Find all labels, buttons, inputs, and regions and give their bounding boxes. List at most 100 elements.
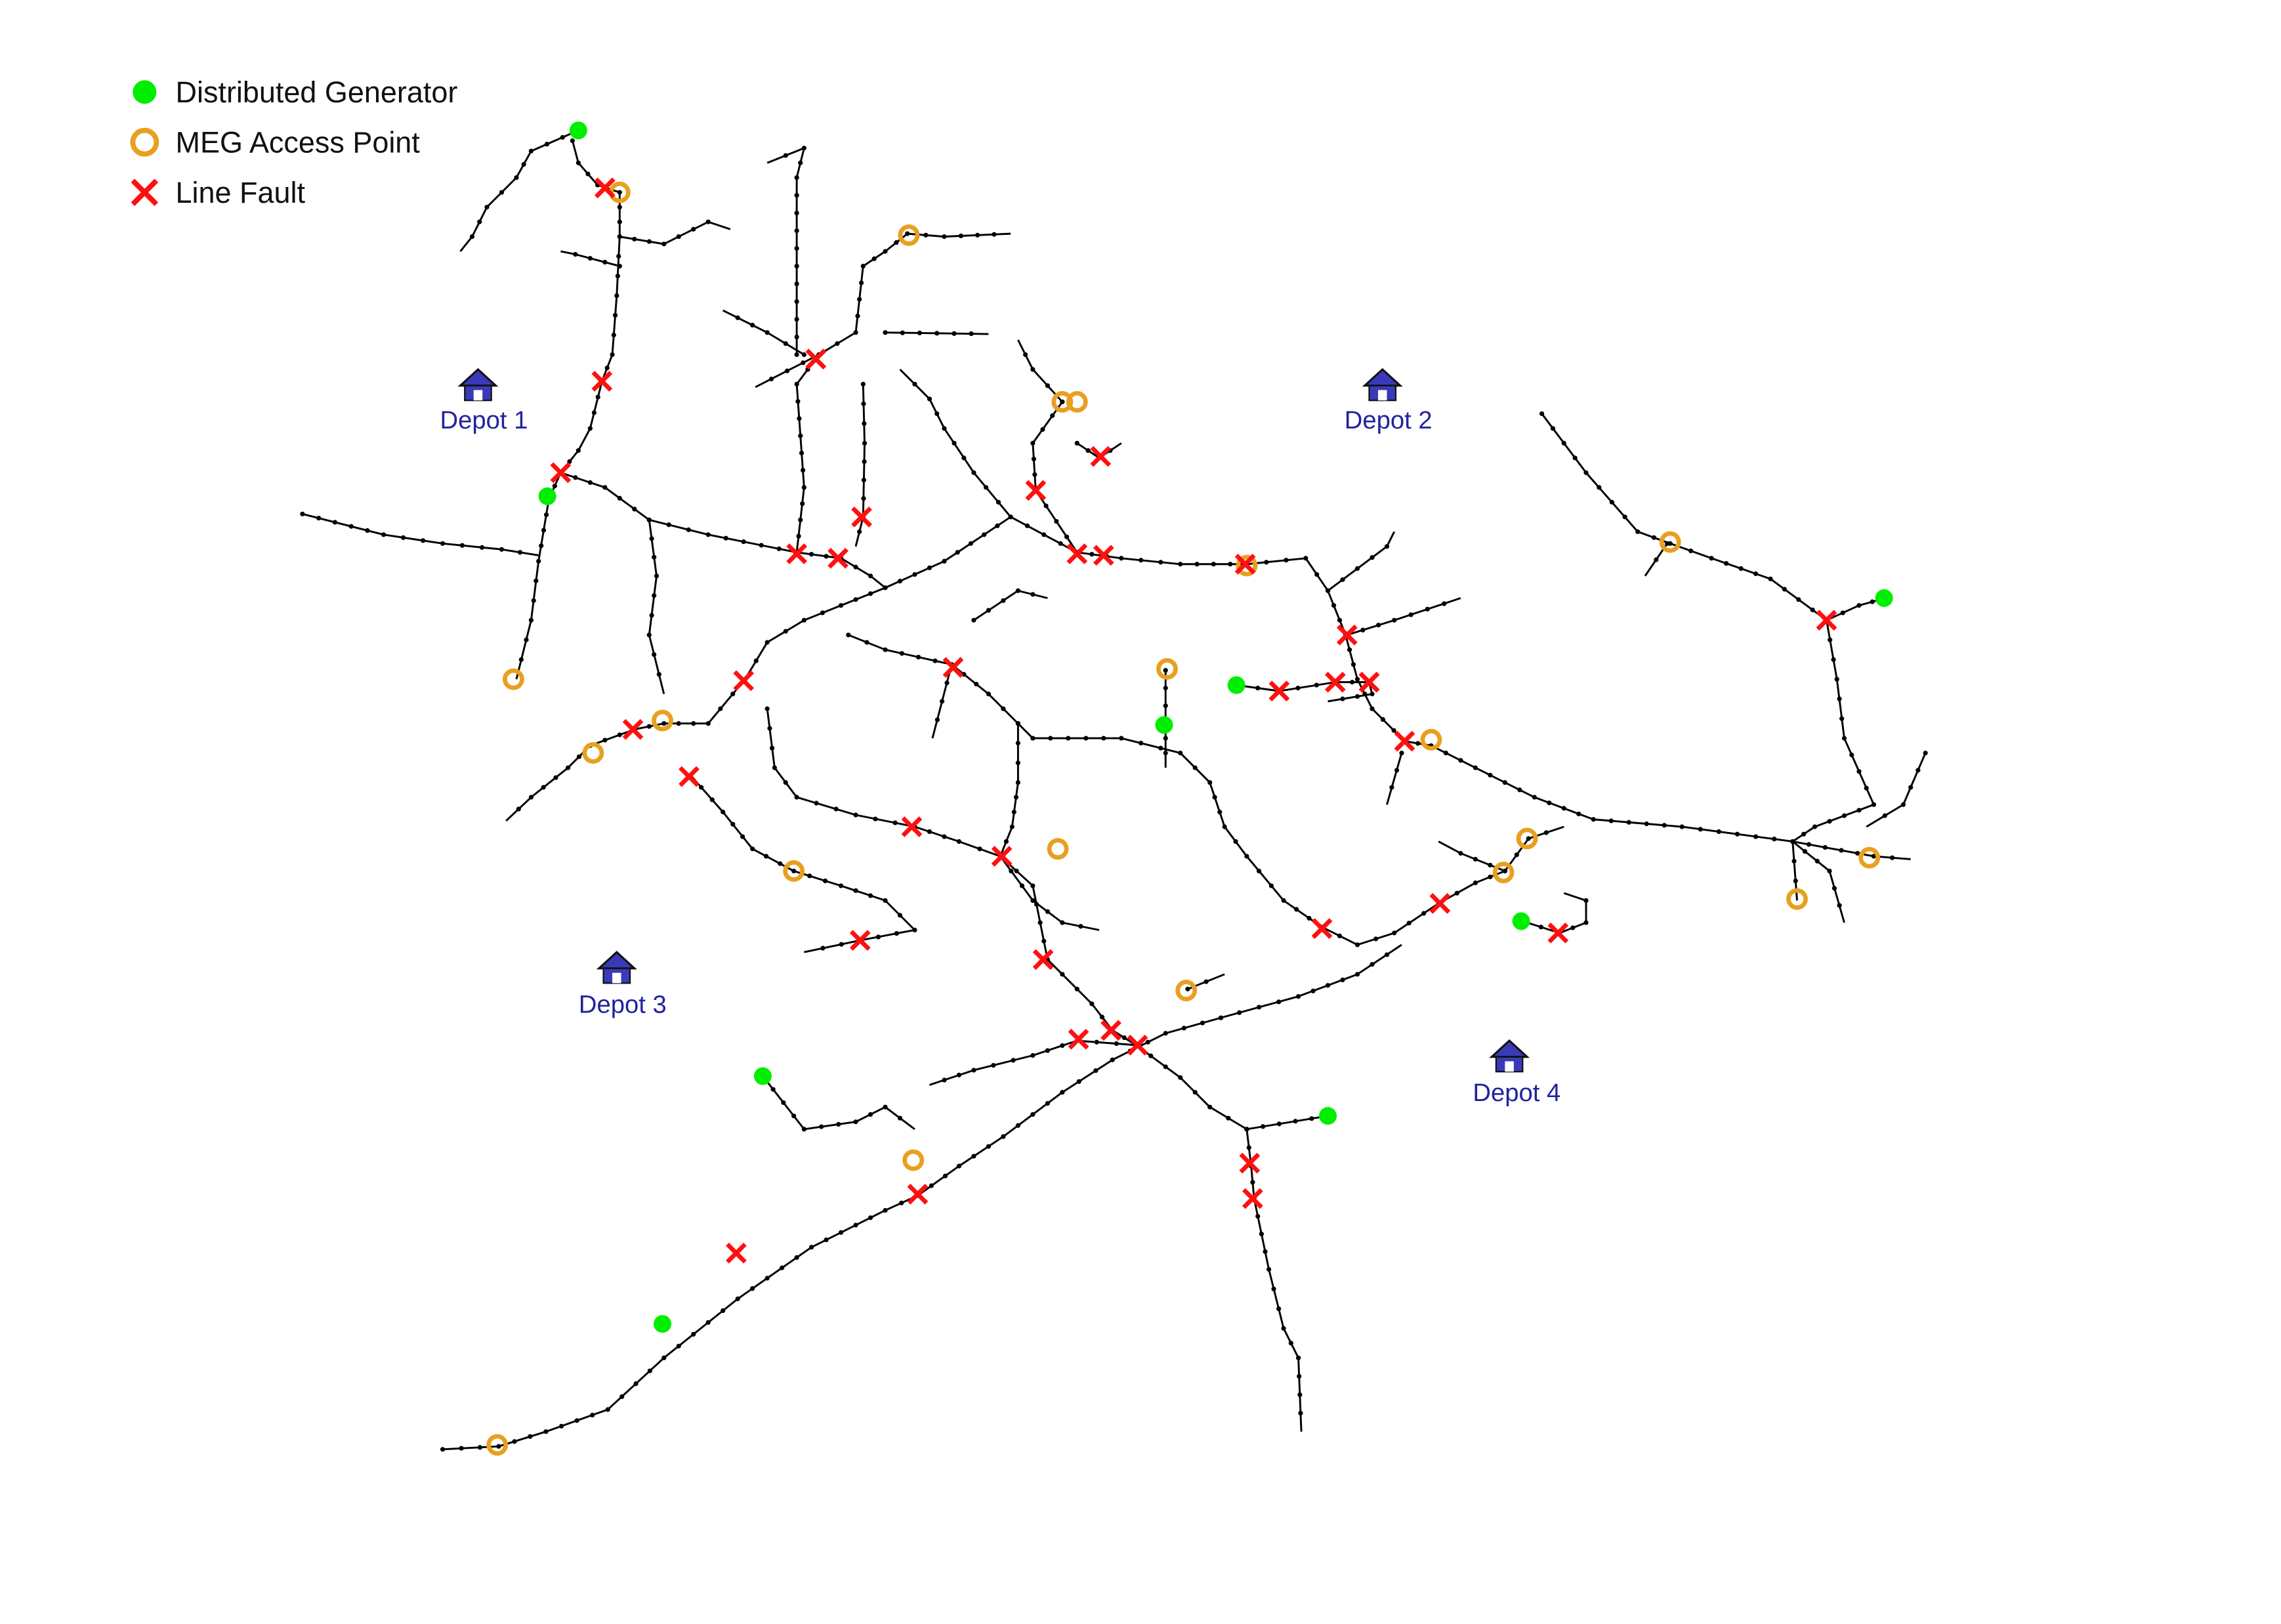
bus-node (820, 946, 826, 951)
bus-node (794, 193, 799, 198)
bus-node (859, 280, 864, 285)
bus-node (1015, 588, 1020, 593)
generator-icon (1227, 676, 1245, 694)
bus-node (1295, 686, 1301, 691)
depot-label: Depot 1 (440, 406, 528, 434)
bus-node (1622, 514, 1627, 520)
bus-node (676, 1343, 681, 1349)
bus-node (1276, 1306, 1282, 1312)
bus-node (883, 1104, 888, 1110)
access-point-icon (503, 668, 524, 690)
bus-node (807, 873, 812, 879)
bus-node (573, 475, 578, 480)
legend-fault-icon (131, 178, 159, 206)
bus-node (1295, 1355, 1301, 1360)
bus-node (1297, 1373, 1302, 1379)
bus-node (1001, 1134, 1006, 1139)
bus-node (1163, 668, 1168, 673)
bus-node (794, 281, 799, 287)
bus-node (1790, 839, 1795, 844)
bus-node (730, 822, 736, 827)
feeder-line (690, 774, 916, 953)
bus-node (853, 1222, 858, 1228)
bus-node (791, 868, 797, 874)
bus-node (1831, 657, 1836, 662)
generator-icon (753, 1067, 772, 1085)
bus-node (514, 175, 519, 180)
bus-node (1178, 750, 1183, 756)
access-point-icon (486, 1434, 509, 1456)
bus-node (1314, 572, 1320, 577)
bus-node (927, 396, 932, 402)
bus-node (853, 330, 858, 335)
generator-icon (1512, 912, 1530, 930)
bus-node (986, 1144, 992, 1149)
bus-node (1058, 541, 1063, 546)
bus-node (560, 135, 565, 140)
fault-icon (1127, 1034, 1148, 1056)
bus-node (772, 765, 777, 770)
bus-node (649, 536, 654, 541)
bus-node (365, 528, 370, 533)
bus-node (440, 1447, 446, 1452)
bus-node (835, 341, 840, 346)
bus-node (1827, 868, 1832, 874)
bus-node (552, 484, 557, 489)
bus-node (1163, 736, 1168, 741)
bus-node (794, 175, 799, 180)
bus-node (1041, 938, 1047, 944)
bus-node (1139, 558, 1144, 563)
bus-node (942, 426, 947, 431)
access-point-icon (1858, 846, 1881, 869)
bus-node (1048, 736, 1053, 741)
bus-node (1250, 1180, 1255, 1185)
bus-node (1654, 557, 1659, 562)
bus-node (1015, 780, 1020, 785)
bus-node (1354, 942, 1360, 947)
bus-node (1698, 827, 1703, 832)
bus-node (646, 239, 652, 244)
bus-node (646, 724, 652, 729)
bus-node (459, 1446, 464, 1451)
access-point-icon (1659, 531, 1681, 553)
feeder-line (973, 589, 1048, 621)
bus-node (1060, 399, 1065, 405)
bus-node (764, 640, 770, 645)
bus-node (1255, 1213, 1261, 1219)
fault-icon (594, 177, 616, 199)
bus-node (836, 1121, 841, 1127)
bus-node (512, 1439, 517, 1444)
bus-node (1688, 548, 1694, 554)
fault-icon (849, 930, 871, 951)
bus-node (1032, 472, 1037, 477)
bus-node (1394, 768, 1400, 773)
bus-node (381, 532, 387, 537)
bus-node (883, 647, 888, 652)
bus-node (1093, 1068, 1099, 1073)
feeder-line (1866, 752, 1927, 828)
bus-node (974, 681, 979, 687)
bus-node (1376, 623, 1381, 628)
bus-node (764, 330, 770, 335)
bus-node (1840, 610, 1845, 615)
access-point-icon (1236, 554, 1258, 577)
bus-node (799, 450, 805, 456)
bus-node (982, 532, 987, 537)
bus-node (1753, 834, 1759, 839)
bus-node (1003, 839, 1009, 844)
bus-node (986, 608, 992, 613)
bus-node (853, 1119, 858, 1125)
bus-node (661, 1355, 667, 1360)
bus-node (1837, 903, 1842, 908)
bus-node (1709, 556, 1714, 561)
fault-icon (1090, 446, 1112, 467)
bus-node (705, 532, 711, 537)
bus-node (814, 801, 819, 806)
feeder-line (929, 1039, 1137, 1086)
feeder-line (1541, 413, 1886, 621)
bus-node (1014, 868, 1019, 874)
bus-node (705, 1320, 711, 1325)
bus-node (944, 680, 950, 686)
fault-icon (726, 1242, 747, 1264)
fault-icon (827, 547, 848, 569)
